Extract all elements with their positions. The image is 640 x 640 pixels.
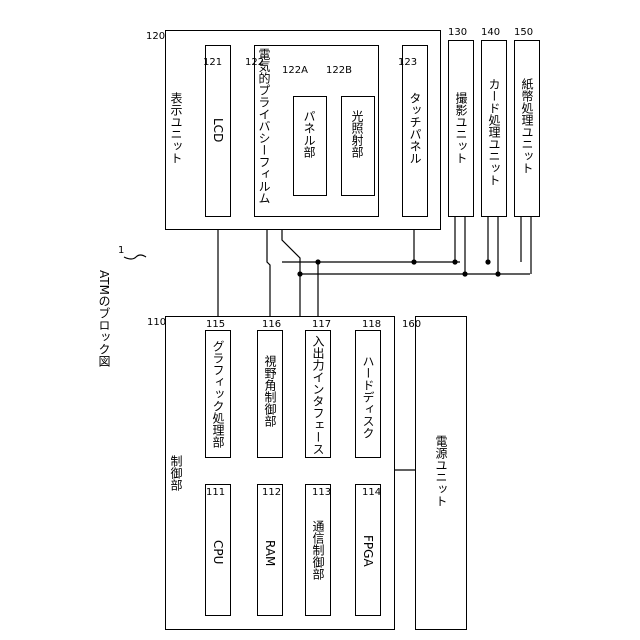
lcd-ref: 121 xyxy=(203,58,222,68)
display-unit-label: 表示ユニット xyxy=(170,92,182,164)
hard-disk-ref: 118 xyxy=(362,320,381,330)
ram-ref: 112 xyxy=(262,488,281,498)
privacy-film-ref: 122 xyxy=(245,58,264,68)
graphics-ref: 115 xyxy=(206,320,225,330)
card-unit-ref: 140 xyxy=(481,28,500,38)
figure-ref: 1 xyxy=(118,246,124,256)
display-unit-ref: 120 xyxy=(146,32,165,42)
lcd-label: LCD xyxy=(212,118,224,142)
comm-control-label: 通信制御部 xyxy=(312,520,324,580)
io-interface-label: 入出力インタフェース xyxy=(312,335,324,455)
control-unit-ref: 110 xyxy=(147,318,166,328)
camera-unit-label: 撮影ユニット xyxy=(455,92,467,164)
view-angle-ref: 116 xyxy=(262,320,281,330)
control-unit-label: 制御部 xyxy=(170,455,182,491)
power-unit-ref: 160 xyxy=(402,320,421,330)
touch-panel-ref: 123 xyxy=(398,58,417,68)
power-unit-label: 電源ユニット xyxy=(435,435,447,507)
light-emitter-ref: 122B xyxy=(326,66,352,76)
io-interface-ref: 117 xyxy=(312,320,331,330)
panel-label: パネル部 xyxy=(303,110,315,158)
panel-ref: 122A xyxy=(282,66,308,76)
light-emitter-label: 光照射部 xyxy=(351,110,363,158)
view-angle-label: 視野角制御部 xyxy=(264,355,276,427)
cpu-ref: 111 xyxy=(206,488,225,498)
camera-unit-ref: 130 xyxy=(448,28,467,38)
bill-unit-ref: 150 xyxy=(514,28,533,38)
graphics-label: グラフィック処理部 xyxy=(212,340,224,448)
figure-title: ATMのブロック図 xyxy=(98,270,110,367)
hard-disk-label: ハードディスク xyxy=(362,355,374,439)
ram-label: RAM xyxy=(264,540,276,566)
card-unit-label: カード処理ユニット xyxy=(488,78,500,186)
comm-control-ref: 113 xyxy=(312,488,331,498)
fpga-ref: 114 xyxy=(362,488,381,498)
bill-unit-label: 紙幣処理ユニット xyxy=(521,78,533,174)
privacy-film-label: 電気的プライバシーフィルム xyxy=(258,48,270,204)
fpga-label: FPGA xyxy=(362,535,374,567)
cpu-label: CPU xyxy=(212,540,224,564)
touch-panel-label: タッチパネル xyxy=(409,92,421,164)
